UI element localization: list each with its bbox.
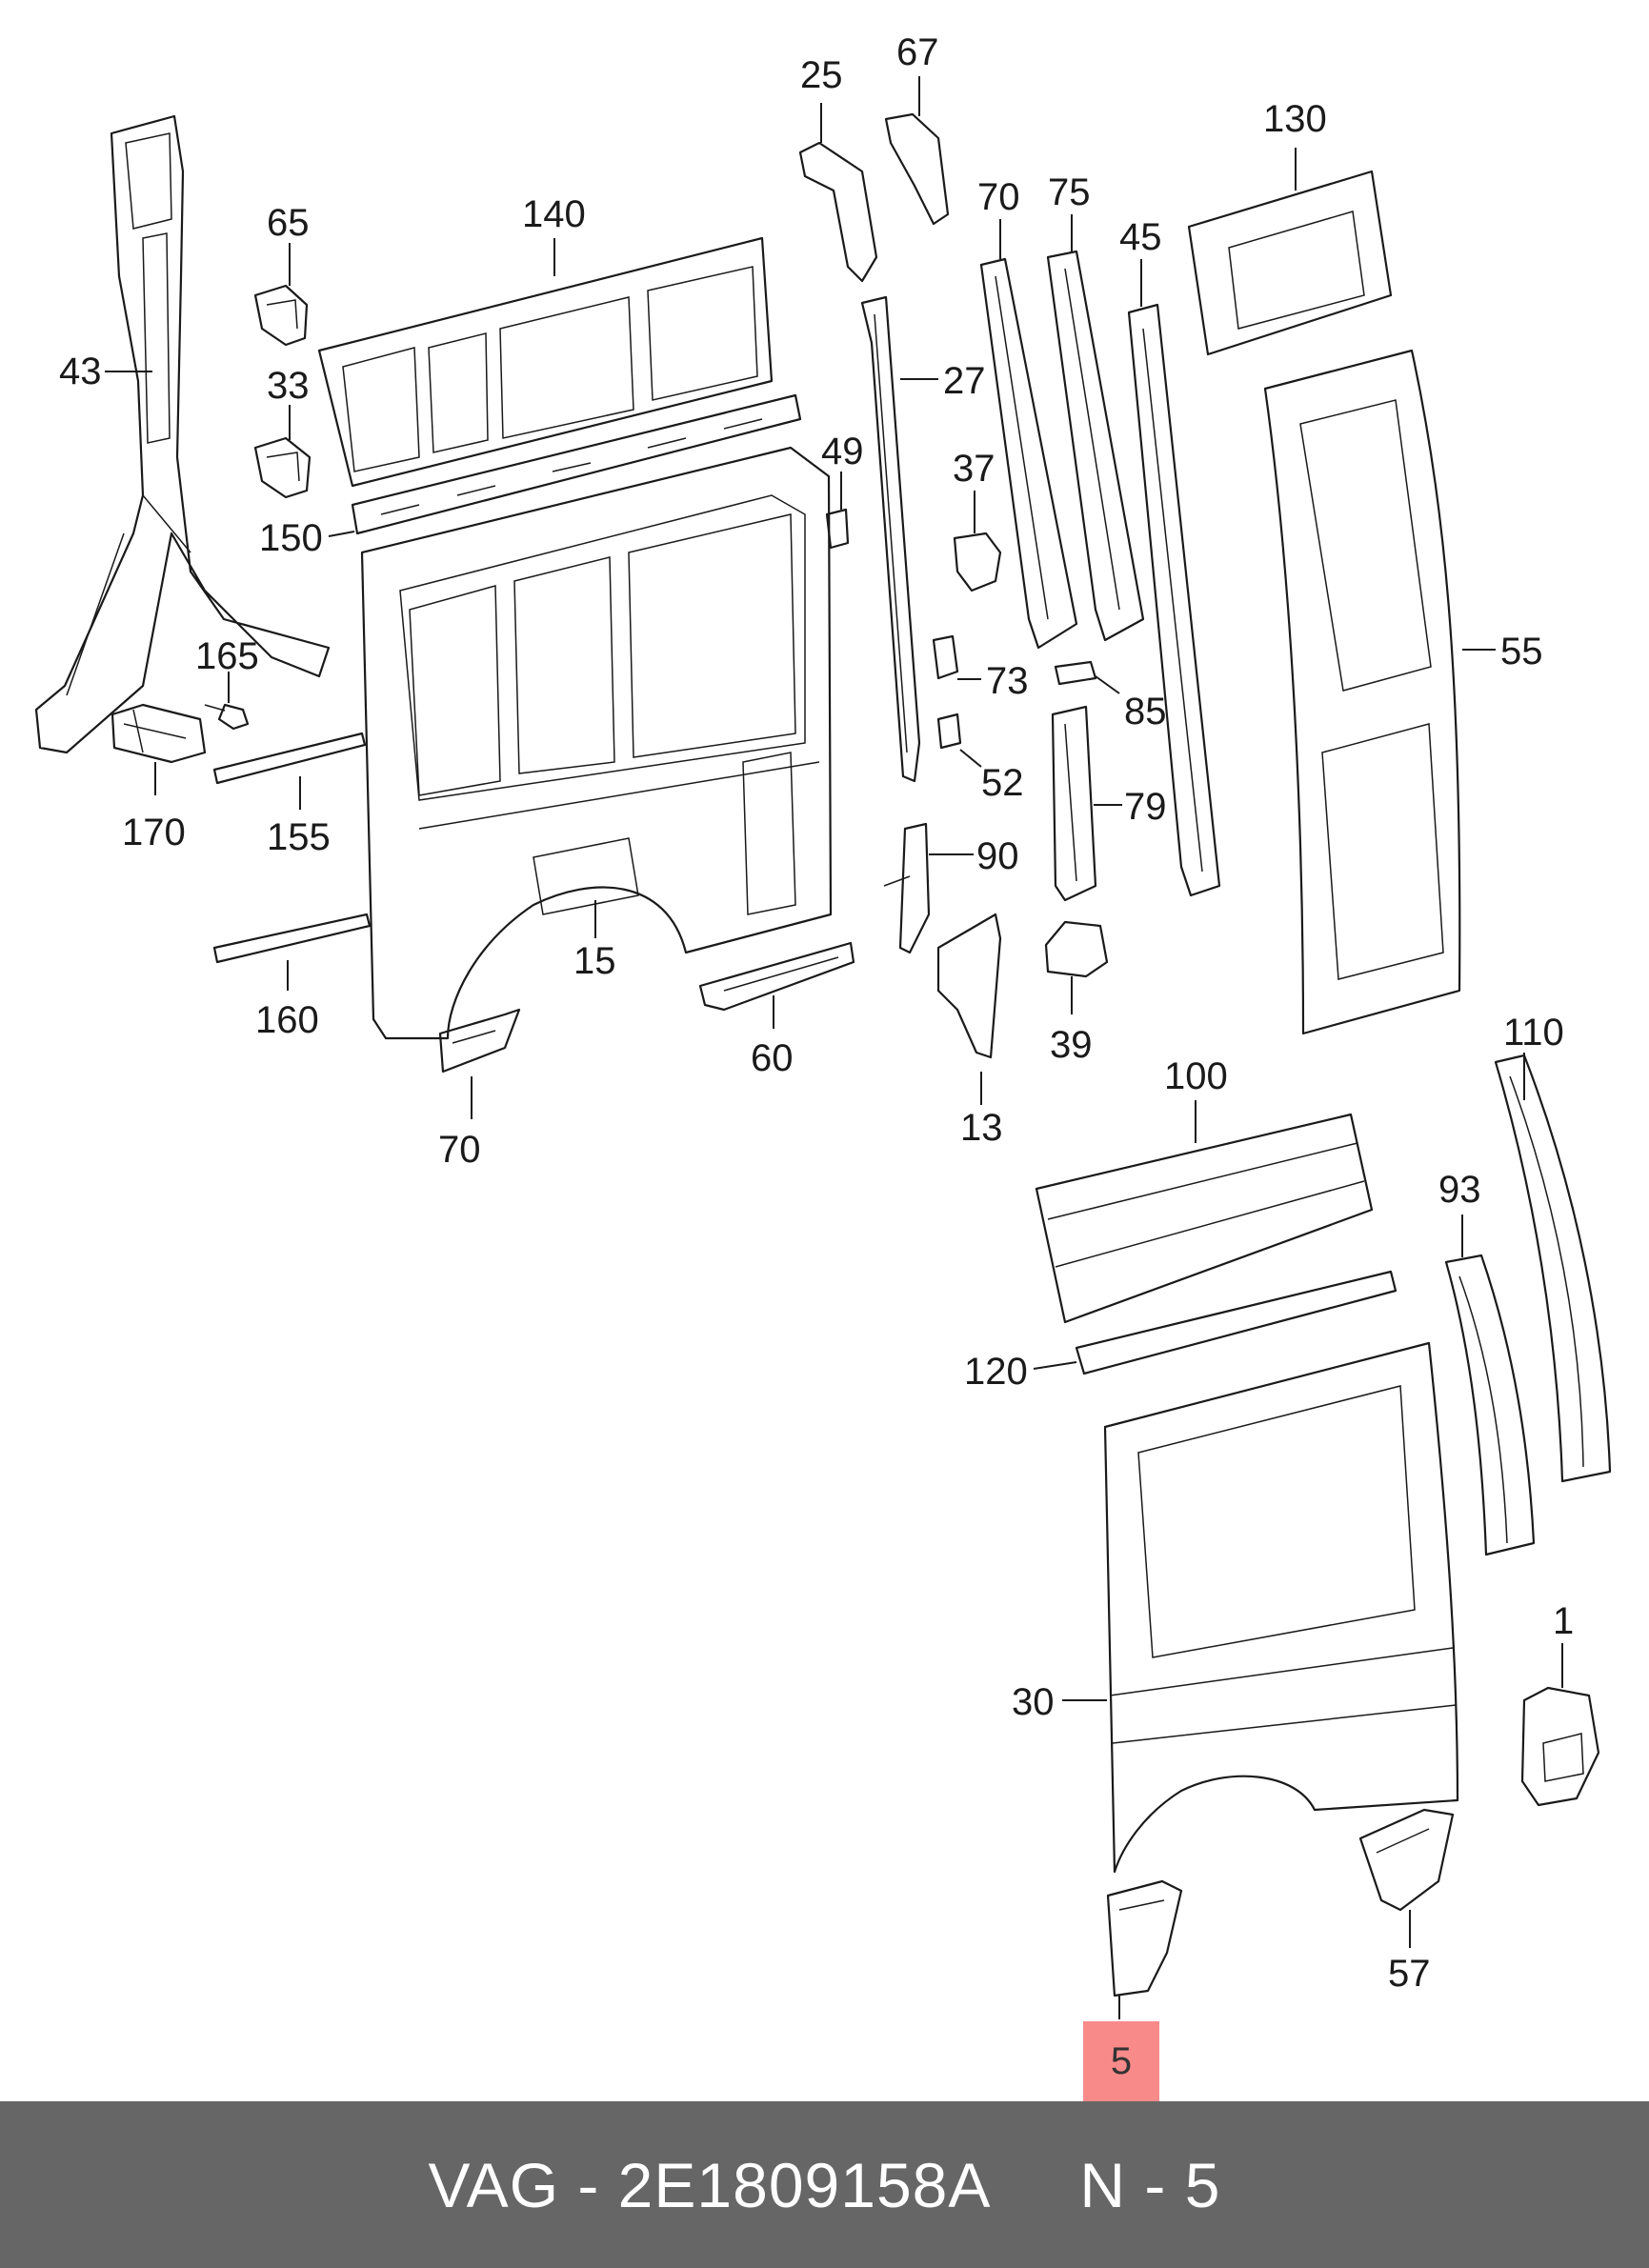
callout-37: 37 <box>953 448 995 490</box>
callout-27: 27 <box>943 360 986 402</box>
part-39-bracket <box>1044 920 1109 978</box>
callout-39: 39 <box>1050 1024 1093 1066</box>
callout-1: 1 <box>1553 1600 1574 1642</box>
callout-95: 110 <box>1503 1012 1564 1054</box>
part-13-bracket <box>936 913 1002 1059</box>
part-67-bracket <box>884 112 950 226</box>
callout-67: 67 <box>896 31 939 73</box>
callout-155: 155 <box>267 816 331 858</box>
part-25-bracket <box>798 141 878 283</box>
leader-120 <box>1033 1361 1077 1370</box>
part-170-block <box>111 703 207 764</box>
part-60-sill <box>698 941 855 1012</box>
part-65-clip <box>253 284 309 347</box>
callout-120: 120 <box>964 1351 1028 1393</box>
callout-55: 55 <box>1500 631 1543 672</box>
highlighted-callout-5: 5 <box>1083 2021 1159 2101</box>
exploded-body-parts-diagram: 43 65 33 140 150 15 <box>34 31 1612 2019</box>
part-27-pillar <box>860 295 921 783</box>
callout-140: 140 <box>522 193 586 235</box>
callout-79: 79 <box>1124 786 1167 828</box>
part-140-upper-frame <box>317 236 774 488</box>
callout-49: 49 <box>821 431 864 472</box>
callout-130: 130 <box>1263 98 1327 140</box>
callout-150: 150 <box>259 517 323 559</box>
part-15-side-panel <box>360 446 833 1040</box>
callout-52: 52 <box>981 762 1024 804</box>
callout-33: 33 <box>267 365 310 407</box>
callout-43: 43 <box>59 351 102 392</box>
part-5-wheel-arch-bracket <box>1106 1879 1183 1997</box>
callout-73: 73 <box>986 660 1029 702</box>
callout-65: 65 <box>267 202 310 244</box>
part-150-strip <box>351 393 802 535</box>
part-130-upper-panel <box>1187 170 1393 356</box>
part-45-pillar <box>1127 303 1221 897</box>
callout-57: 57 <box>1388 1953 1431 1995</box>
callout-110: 100 <box>1164 1055 1228 1097</box>
callout-100: 70 <box>438 1129 481 1171</box>
leader-52 <box>959 749 982 768</box>
part-100-bracket <box>438 1008 521 1074</box>
part-43-pillar-frame <box>34 114 331 754</box>
callout-15: 15 <box>573 940 616 982</box>
part-95-pillar <box>1494 1054 1612 1483</box>
callout-93: 93 <box>1438 1169 1481 1211</box>
part-155-rail <box>212 732 367 785</box>
part-1-bracket <box>1520 1686 1600 1807</box>
footer-part-number: VAG - 2E1809158A N - 5 <box>428 2149 1221 2220</box>
callout-25: 25 <box>800 54 843 96</box>
part-number-footer: VAG - 2E1809158A N - 5 <box>0 2101 1649 2268</box>
callout-75: 75 <box>1048 171 1091 213</box>
leader-150 <box>328 531 355 537</box>
part-93-pillar <box>1444 1254 1536 1556</box>
part-49-clip <box>825 508 850 550</box>
part-33-clip <box>253 436 312 499</box>
part-90-bracket <box>883 822 931 954</box>
highlighted-callout-label: 5 <box>1110 2040 1133 2082</box>
callout-90: 90 <box>976 835 1019 877</box>
callout-160: 160 <box>255 999 319 1041</box>
leader-85 <box>1095 675 1120 694</box>
part-57-bracket <box>1358 1808 1455 1912</box>
callout-85: 85 <box>1124 691 1167 733</box>
part-55-rear-panel <box>1263 349 1461 1035</box>
part-85-clip <box>1054 660 1097 686</box>
part-110-roof-rail <box>1035 1113 1374 1324</box>
callout-170: 170 <box>122 812 186 853</box>
part-70-pillar <box>979 257 1078 650</box>
part-37-bracket <box>953 532 1002 592</box>
callout-13: 13 <box>960 1107 1003 1149</box>
callout-45: 45 <box>1119 216 1162 258</box>
part-75-pillar <box>1046 250 1145 642</box>
callout-165: 165 <box>195 635 259 677</box>
part-120-strip <box>1075 1270 1398 1375</box>
callout-60: 60 <box>751 1037 794 1079</box>
part-165-fastener <box>204 703 250 731</box>
part-79-post <box>1051 705 1097 902</box>
part-52-clip <box>936 713 962 750</box>
part-30-outer-side-panel <box>1103 1341 1459 1874</box>
part-160-rail <box>212 913 372 964</box>
callout-30: 30 <box>1012 1681 1055 1723</box>
part-73-bracket <box>932 634 959 680</box>
callout-70: 70 <box>977 176 1020 218</box>
